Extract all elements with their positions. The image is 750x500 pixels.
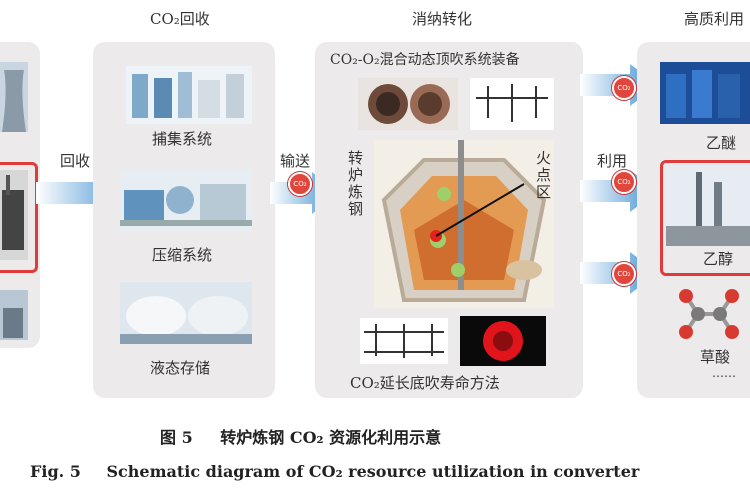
caption-en-text: Schematic diagram of CO₂ resource utiliz… bbox=[106, 462, 640, 481]
equipment-title: CO₂-O₂混合动态顶吹系统装备 bbox=[330, 52, 520, 68]
capture-system-label: 捕集系统 bbox=[152, 130, 213, 148]
bottom-thermal-image bbox=[460, 316, 546, 366]
converter-furnace-image bbox=[374, 140, 554, 308]
transport-label: 输送 bbox=[280, 152, 311, 170]
caption-en: Fig. 5 Schematic diagram of CO₂ resource… bbox=[30, 462, 639, 481]
recover-label: 回收 bbox=[60, 152, 91, 170]
compression-system-label: 压缩系统 bbox=[152, 246, 213, 264]
nozzle-photo bbox=[358, 78, 458, 130]
bottom-method-title: CO₂延长底吹寿命方法 bbox=[350, 374, 500, 392]
liquid-storage-image bbox=[120, 282, 252, 344]
factory-image bbox=[0, 290, 28, 340]
ethanol-label: 乙醇 bbox=[703, 250, 734, 268]
ether-product-image bbox=[660, 62, 750, 124]
co2-badge: CO₂ bbox=[612, 170, 636, 194]
compression-system-image bbox=[120, 170, 252, 232]
convert-title: 消纳转化 bbox=[412, 10, 473, 28]
ether-label: 乙醚 bbox=[706, 134, 737, 152]
lance-schematic bbox=[470, 78, 554, 130]
fire-zone-label: 火点区 bbox=[536, 150, 554, 201]
co2-badge: CO₂ bbox=[612, 76, 636, 100]
caption-en-number: Fig. 5 bbox=[30, 462, 81, 481]
oxalic-acid-label: 草酸 bbox=[700, 348, 731, 366]
capture-system-image bbox=[126, 66, 252, 124]
cooling-tower-image bbox=[0, 62, 28, 132]
oxalic-acid-molecule bbox=[668, 286, 750, 342]
steel-plant-highlight bbox=[0, 162, 38, 273]
co2-badge: CO₂ bbox=[288, 172, 312, 196]
ethanol-plant-image bbox=[666, 166, 750, 246]
more-products-label: …… bbox=[712, 366, 736, 380]
utilize-title: 高质利用 bbox=[684, 10, 745, 28]
co2-badge: CO₂ bbox=[612, 262, 636, 286]
use-label: 利用 bbox=[597, 152, 628, 170]
capture-title: CO₂回收 bbox=[150, 10, 210, 28]
fire-zone-text: 火点区 bbox=[536, 149, 552, 201]
ethanol-highlight bbox=[660, 160, 750, 276]
furnace-label: 转炉炼钢 bbox=[348, 150, 364, 218]
caption-cn-text: 转炉炼钢 CO₂ 资源化利用示意 bbox=[220, 428, 442, 447]
bottom-blow-schematic bbox=[360, 318, 448, 364]
steel-plant-image bbox=[0, 170, 28, 260]
caption-cn: 图 5 转炉炼钢 CO₂ 资源化利用示意 bbox=[160, 424, 441, 448]
caption-cn-number: 图 5 bbox=[160, 428, 193, 447]
furnace-label-text: 转炉炼钢 bbox=[348, 149, 364, 218]
liquid-storage-label: 液态存储 bbox=[150, 359, 211, 377]
